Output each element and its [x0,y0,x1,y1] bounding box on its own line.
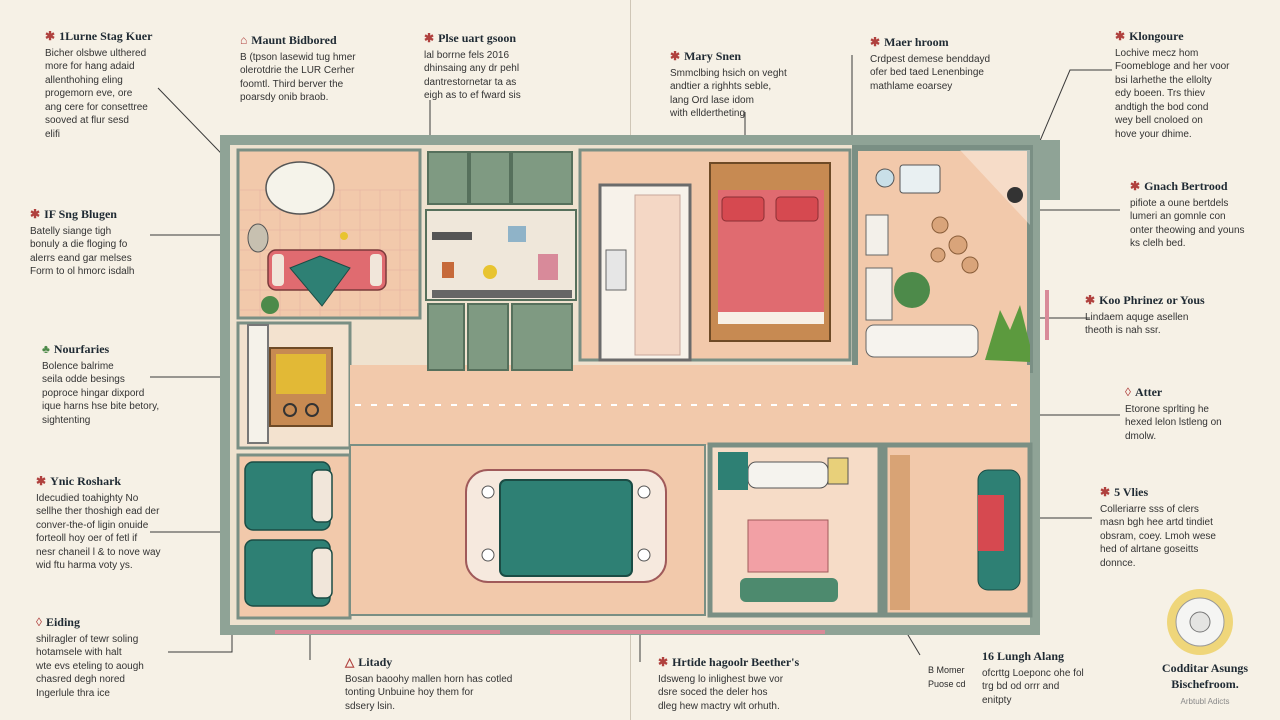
annotation-body: Bicher olsbwe ulthered more for hang ada… [45,47,148,140]
den-furniture [890,455,1021,610]
annotation-body: Smmclbing hsich on veght andtier a righh… [670,67,787,120]
annotation-mount-bedroom: ⌂Maunt Bidbored B (tpson lasewid tug hme… [240,33,400,105]
annotation-body: shilragler of tewr soling hotamsele with… [36,633,144,699]
kitchen-cabinets [425,151,577,371]
annotation-body: lal borrne fels 2016 dhinsaing any dr pe… [424,49,521,102]
annotation-vlies: ✱5 Vlies Colleriarre sss of clers masn b… [1100,485,1265,570]
star-icon: ✱ [1130,179,1141,193]
star-icon: ✱ [424,31,435,45]
nursery-furniture [247,324,333,444]
windows [275,290,1049,634]
annotation-laundry: △Litady Bosan baoohy mallen horn has cot… [345,655,545,713]
living-rug [465,469,667,583]
star-icon: ✱ [36,474,47,488]
home-icon: ⌂ [240,33,248,47]
annotation-eiding: ◊Eiding shilragler of tewr soling hotams… [36,615,186,700]
annotation-b-momer: B Momer Puose cd [928,665,966,689]
annotation-guest-bedroom: ✱Gnach Bertrood pifiote a oune bertdels … [1130,179,1270,251]
pin-icon: ◊ [1125,385,1131,399]
annotation-sitting: ✱IF Sng Blugen Batelly siange tigh bonul… [30,207,180,279]
annotation-lungh-alang: 16 Lungh Alang ofcrttg Loeponc ohe fol t… [982,649,1132,707]
star-icon: ✱ [45,29,56,43]
annotation-closet: ✱Mary Snen Smmclbing hsich on veght andt… [670,49,820,121]
leaf-icon: ♣ [42,342,50,356]
star-icon: ✱ [870,35,881,49]
kitchen-items [432,226,572,298]
bathroom-fixtures [865,150,1030,362]
star-icon: ✱ [30,207,41,221]
annotation-plants: ✱Koo Phrinez or Yous Lindaem aquge asell… [1085,293,1260,338]
annotation-body: Bolence balrime seila odde besings popro… [42,360,160,426]
annotation-body: Crdpest demese benddayd ofer bed taed Le… [870,53,991,92]
annotation-body: Lochive mecz hom Foomebloge and her voor… [1115,47,1230,140]
master-bed [709,162,831,342]
pin-icon: ◊ [36,615,42,629]
triangle-icon: △ [345,655,355,669]
second-bedroom [718,452,849,602]
annotation-reading-nook: ✱Ynic Roshark Idecudied toahighty No sel… [36,474,196,573]
annotation-lounge: ✱1Lurne Stag Kuer Bicher olsbwe ulthered… [45,29,190,141]
annotation-body: Lindaem aquge asellen theoth is nah ssr. [1085,311,1189,337]
annotation-master-bedroom: ✱Maer hroom Crdpest demese benddayd ofer… [870,35,1030,93]
annotation-body: Etorone sprlting he hexed lelon lstleng … [1125,403,1222,442]
logo-badge [1167,589,1233,655]
annotation-lounge-corner: ✱Klongoure Lochive mecz hom Foomebloge a… [1115,29,1265,141]
annotation-body: ofcrttg Loeponc ohe fol trg bd od orrr a… [982,667,1084,706]
annotation-body: B (tpson lasewid tug hmer olerotdrie the… [240,51,356,104]
star-icon: ✱ [1100,485,1111,499]
annotation-nursery: ♣Nourfaries Bolence balrime seila odde b… [42,342,192,427]
annotation-hallside: ✱Hrtide hagoolr Beether's Idsweng lo inl… [658,655,838,713]
star-icon: ✱ [1085,293,1096,307]
annotation-atter: ◊Atter Etorone sprlting he hexed lelon l… [1125,385,1265,443]
star-icon: ✱ [1115,29,1126,43]
star-icon: ✱ [658,655,669,669]
annotation-body: Colleriarre sss of clers masn bgh hee ar… [1100,503,1216,569]
star-icon: ✱ [670,49,681,63]
annotation-body: Idecudied toahighty No sellhe ther thosh… [36,492,161,572]
armchairs [244,461,333,607]
annotation-body: pifiote a oune bertdels lumeri an gomnle… [1130,197,1245,250]
credit-caption: Codditar Asungs Bischefroom. Arbtubl Adi… [1161,661,1249,706]
wardrobe-closet [598,183,692,362]
annotation-body: Bosan baoohy mallen horn has cotled tont… [345,673,513,712]
annotation-body: Batelly siange tigh bonuly a die floging… [30,225,135,278]
annotation-kitchen: ✱Plse uart gsoon lal borrne fels 2016 dh… [424,31,574,103]
annotation-body: Idsweng lo inlighest bwe vor dsre soced … [658,673,784,712]
lounge-furniture [247,161,387,314]
